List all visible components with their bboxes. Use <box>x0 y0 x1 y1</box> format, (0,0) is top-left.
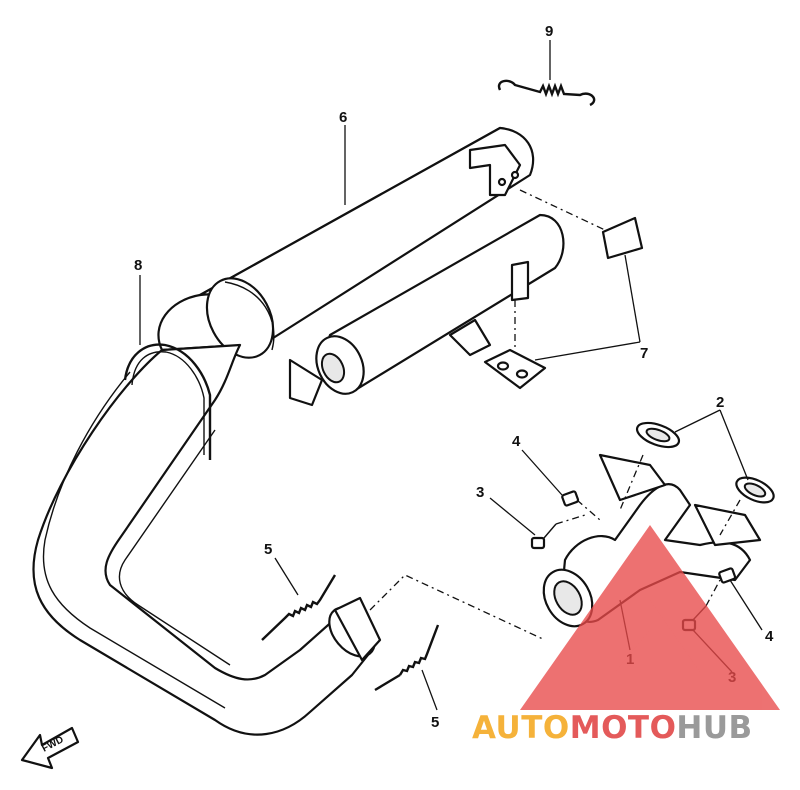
callout-5-upper: 5 <box>264 541 272 558</box>
svg-text:AUTOMOTOHUB: AUTOMOTOHUB <box>472 710 753 746</box>
callout-4-lower: 4 <box>765 628 774 645</box>
upper-mounting-bracket <box>468 143 522 197</box>
spring-top <box>497 79 596 107</box>
muffler-lower-body <box>288 213 565 407</box>
spring-upper-left <box>261 574 337 641</box>
bolt-upper <box>530 523 557 550</box>
nut-lower <box>718 567 737 584</box>
gasket-upper <box>635 421 681 449</box>
callout-2: 2 <box>716 394 724 411</box>
callout-7: 7 <box>640 345 648 362</box>
callout-3-upper: 3 <box>476 484 484 501</box>
callout-5-lower: 5 <box>431 714 439 731</box>
spring-lower-right <box>374 624 440 692</box>
exhaust-pipe <box>32 343 382 736</box>
callout-6: 6 <box>339 109 347 126</box>
watermark-logo <box>520 525 780 710</box>
gasket-lower <box>735 476 775 504</box>
lower-mounting-bracket <box>483 260 547 390</box>
nut-upper <box>561 490 580 507</box>
callout-4-upper: 4 <box>512 433 521 450</box>
callout-8: 8 <box>134 257 142 274</box>
rubber-damper <box>601 216 644 260</box>
callout-9: 9 <box>545 23 553 40</box>
watermark-wordmark: AUTOMOTOHUB <box>472 710 753 746</box>
watermark-moto: MOTO <box>570 710 677 746</box>
muffler-canister <box>157 126 535 359</box>
strap-band <box>123 343 212 460</box>
watermark-auto: AUTO <box>472 710 570 746</box>
watermark-hub: HUB <box>676 710 752 746</box>
assembly-lines <box>369 189 741 641</box>
forward-arrow: FWD <box>20 726 80 770</box>
